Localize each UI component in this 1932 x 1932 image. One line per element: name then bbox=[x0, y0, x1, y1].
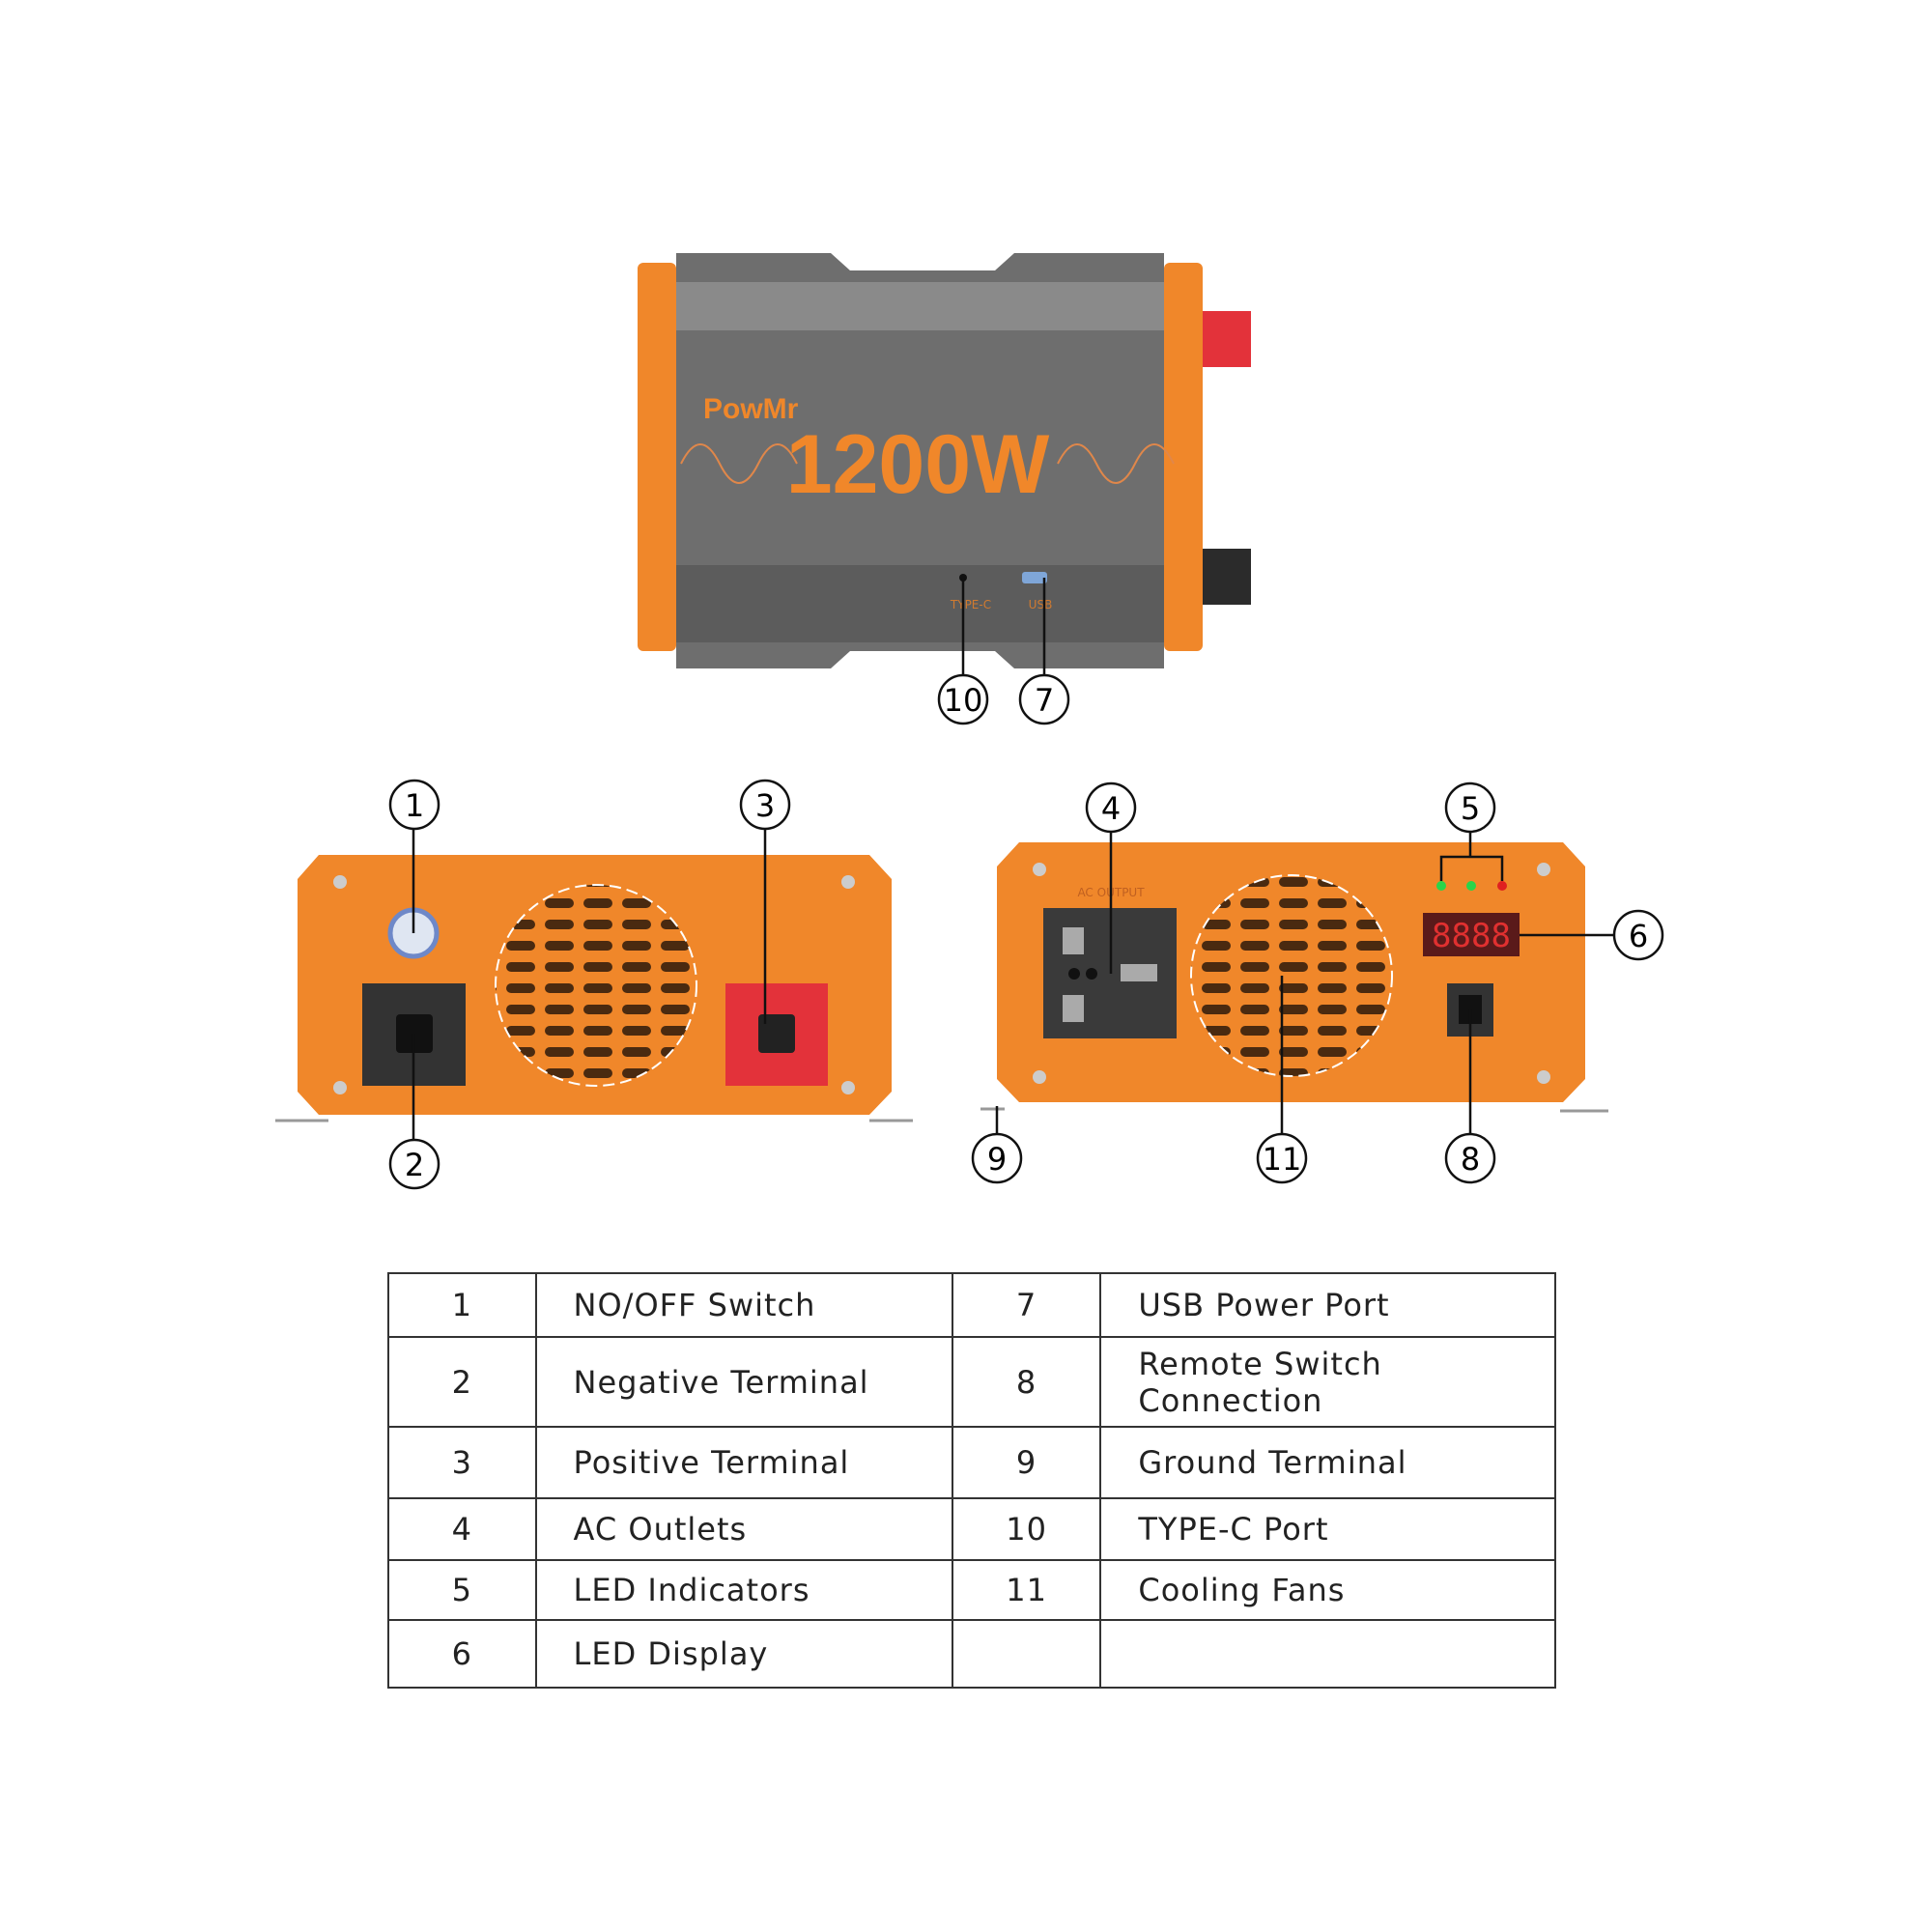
part-label: Remote Switch Connection bbox=[1099, 1336, 1556, 1428]
power-rating: 1200W bbox=[786, 418, 1050, 511]
part-label: Negative Terminal bbox=[534, 1336, 953, 1428]
svg-text:5: 5 bbox=[1461, 790, 1480, 827]
usb-label: USB bbox=[1029, 598, 1053, 611]
part-label: LED Display bbox=[534, 1619, 953, 1689]
part-label: Positive Terminal bbox=[534, 1426, 953, 1499]
part-number: 5 bbox=[387, 1559, 537, 1621]
part-number: 6 bbox=[387, 1619, 537, 1689]
svg-text:3: 3 bbox=[755, 787, 775, 824]
svg-text:11: 11 bbox=[1263, 1141, 1302, 1178]
callout-2: 2 bbox=[388, 1138, 440, 1190]
callout-9: 9 bbox=[971, 1132, 1023, 1184]
callout-5: 5 bbox=[1444, 781, 1496, 834]
svg-text:6: 6 bbox=[1629, 918, 1648, 954]
part-number: 1 bbox=[387, 1272, 537, 1338]
callout-6: 6 bbox=[1612, 909, 1664, 961]
part-number: 3 bbox=[387, 1426, 537, 1499]
part-label: TYPE-C Port bbox=[1099, 1497, 1556, 1561]
svg-text:10: 10 bbox=[944, 682, 983, 719]
inverter-ac-panel: AC OUTPUT 8888 bbox=[997, 842, 1585, 1102]
part-number: 10 bbox=[951, 1497, 1102, 1561]
svg-text:2: 2 bbox=[405, 1147, 424, 1183]
callout-8: 8 bbox=[1444, 1132, 1496, 1184]
svg-text:8888: 8888 bbox=[1432, 917, 1511, 955]
part-label: Cooling Fans bbox=[1099, 1559, 1556, 1621]
svg-text:7: 7 bbox=[1035, 682, 1054, 719]
svg-text:4: 4 bbox=[1101, 790, 1121, 827]
callout-4: 4 bbox=[1085, 781, 1137, 834]
part-label: Ground Terminal bbox=[1099, 1426, 1556, 1499]
brand-logo: PowMr bbox=[703, 393, 799, 425]
part-label: AC Outlets bbox=[534, 1497, 953, 1561]
callout-7: 7 bbox=[1018, 673, 1070, 725]
led-display bbox=[1423, 913, 1520, 956]
part-number: 8 bbox=[951, 1336, 1102, 1428]
callout-3: 3 bbox=[739, 779, 791, 831]
part-label bbox=[1099, 1619, 1556, 1689]
part-number: 4 bbox=[387, 1497, 537, 1561]
callouts bbox=[412, 578, 1613, 1142]
inverter-dc-panel bbox=[298, 855, 892, 1115]
svg-text:9: 9 bbox=[987, 1141, 1007, 1178]
part-label: NO/OFF Switch bbox=[534, 1272, 953, 1338]
type-c-label: TYPE-C bbox=[950, 598, 991, 611]
part-number bbox=[951, 1619, 1102, 1689]
inverter-top-view: PowMr 1200W TYPE-C USB bbox=[638, 253, 1251, 668]
part-number: 9 bbox=[951, 1426, 1102, 1499]
callout-10: 10 bbox=[937, 673, 989, 725]
callout-1: 1 bbox=[388, 779, 440, 831]
callout-11: 11 bbox=[1256, 1132, 1308, 1184]
led-indicator-green bbox=[1436, 881, 1446, 891]
svg-text:8: 8 bbox=[1461, 1141, 1480, 1178]
part-label: USB Power Port bbox=[1099, 1272, 1556, 1338]
svg-text:1: 1 bbox=[405, 787, 424, 824]
part-label: LED Indicators bbox=[534, 1559, 953, 1621]
part-number: 2 bbox=[387, 1336, 537, 1428]
led-indicator-red bbox=[1497, 881, 1507, 891]
part-number: 11 bbox=[951, 1559, 1102, 1621]
part-number: 7 bbox=[951, 1272, 1102, 1338]
led-indicator-green bbox=[1466, 881, 1476, 891]
